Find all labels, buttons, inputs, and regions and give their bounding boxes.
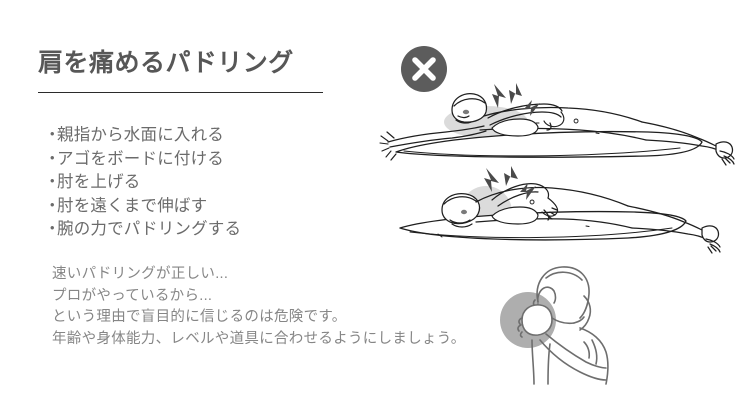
note-paragraph: 速いパドリングが正しい... プロがやっているから... という理由で盲目的に信…	[52, 264, 466, 350]
illustration-column	[379, 0, 740, 416]
list-item-label: 肘を遠くまで伸ばす	[57, 196, 208, 215]
bullet-marker: ・	[44, 173, 61, 191]
surfer-paddling-side-view	[379, 78, 740, 170]
bullet-marker: ・	[44, 126, 61, 144]
list-item: ・肘を上げる	[44, 171, 241, 195]
note-line: プロがやっているから...	[52, 287, 213, 304]
bullet-marker: ・	[44, 149, 61, 168]
list-item-label: 親指から水面に入れる	[57, 126, 224, 144]
title-divider	[38, 92, 323, 93]
pain-bolt-icon	[492, 83, 540, 116]
list-item: ・アゴをボードに付ける	[44, 148, 241, 172]
note-line: 年齢や身体能力、レベルや道具に合わせるようにしましょう。	[52, 330, 466, 347]
list-item: ・腕の力でパドリングする	[44, 218, 241, 242]
page-title: 肩を痛めるパドリング	[38, 49, 294, 77]
surfer-paddling-rear-view	[380, 164, 740, 260]
list-item-label: アゴをボードに付ける	[57, 149, 224, 168]
x-mark-circle-icon	[400, 45, 448, 93]
list-item-label: 腕の力でパドリングする	[57, 220, 242, 238]
bullet-list: ・親指から水面に入れる ・アゴをボードに付ける ・肘を上げる ・肘を遠くまで伸ば…	[44, 124, 241, 242]
left-content-column: 肩を痛めるパドリング ・親指から水面に入れる ・アゴをボードに付ける ・肘を上げ…	[38, 49, 465, 347]
note-line: 速いパドリングが正しい...	[52, 266, 229, 282]
list-item: ・肘を遠くまで伸ばす	[44, 195, 241, 219]
list-item: ・親指から水面に入れる	[44, 124, 241, 148]
note-line: という理由で盲目的に信じるのは危険です。	[52, 309, 347, 325]
person-holding-shoulder	[488, 258, 628, 388]
bullet-marker: ・	[44, 196, 61, 215]
list-item-label: 肘を上げる	[57, 173, 141, 191]
bullet-marker: ・	[44, 220, 61, 238]
pain-bolt-icon	[484, 166, 536, 200]
